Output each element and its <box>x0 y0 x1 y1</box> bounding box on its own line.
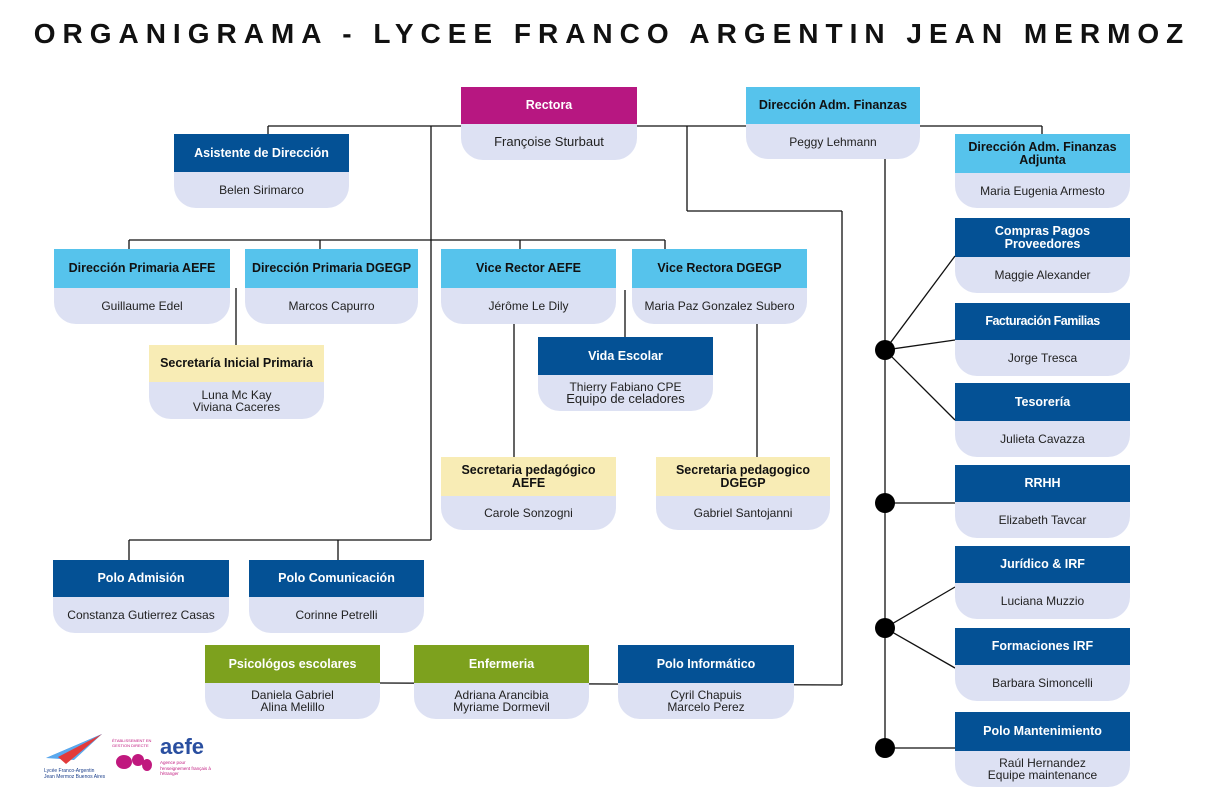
box-names: Gabriel Santojanni <box>656 496 830 530</box>
box-role: Psicológos escolares <box>205 645 380 683</box>
box-direccion-primaria-dgegp[interactable]: Dirección Primaria DGEGP Marcos Capurro <box>245 249 418 324</box>
etab-label: ÉTABLISSEMENT EN GESTION DIRECTE <box>112 738 152 748</box>
logos: Lycée Franco-Argentin Jean Mermoz Buenos… <box>44 728 224 788</box>
box-role: Polo Admisión <box>53 560 229 597</box>
box-role: Formaciones IRF <box>955 628 1130 665</box>
box-names: Luna Mc Kay Viviana Caceres <box>149 382 324 419</box>
box-role: RRHH <box>955 465 1130 502</box>
box-role: Polo Informático <box>618 645 794 683</box>
box-role: Asistente de Dirección <box>174 134 349 172</box>
box-role: Jurídico & IRF <box>955 546 1130 583</box>
box-names: Elizabeth Tavcar <box>955 502 1130 538</box>
box-vida-escolar[interactable]: Vida Escolar Thierry Fabiano CPE Equipo … <box>538 337 713 411</box>
box-role: Vida Escolar <box>538 337 713 375</box>
box-direccion-primaria-aefe[interactable]: Dirección Primaria AEFE Guillaume Edel <box>54 249 230 324</box>
box-names: Jérôme Le Dily <box>441 288 616 324</box>
box-names: Carole Sonzogni <box>441 496 616 530</box>
box-vice-rectora-dgegp[interactable]: Vice Rectora DGEGP Maria Paz Gonzalez Su… <box>632 249 807 324</box>
box-role: Dirección Primaria DGEGP <box>245 249 418 288</box>
box-names: Daniela Gabriel Alina Melillo <box>205 683 380 719</box>
box-names: Cyril Chapuis Marcelo Perez <box>618 683 794 719</box>
box-secretaria-inicial-primaria[interactable]: Secretaría Inicial Primaria Luna Mc Kay … <box>149 345 324 419</box>
box-role: Secretaría Inicial Primaria <box>149 345 324 382</box>
junction-dot <box>875 618 895 638</box>
box-formaciones-irf[interactable]: Formaciones IRF Barbara Simoncelli <box>955 628 1130 701</box>
junction-dot <box>875 738 895 758</box>
box-juridico-irf[interactable]: Jurídico & IRF Luciana Muzzio <box>955 546 1130 619</box>
box-direccion-adm-finanzas[interactable]: Dirección Adm. Finanzas Peggy Lehmann <box>746 87 920 159</box>
box-secretaria-pedagogico-dgegp[interactable]: Secretaria pedagogico DGEGP Gabriel Sant… <box>656 457 830 530</box>
box-role: Secretaria pedagogico DGEGP <box>656 457 830 496</box>
box-role: Polo Comunicación <box>249 560 424 597</box>
box-role: Facturación Familias <box>955 303 1130 340</box>
box-role: Enfermeria <box>414 645 589 683</box>
box-names-line: Thierry Fabiano CPE <box>569 380 682 394</box>
box-names: Julieta Cavazza <box>955 421 1130 457</box>
box-facturacion-familias[interactable]: Facturación Familias Jorge Tresca <box>955 303 1130 376</box>
box-role: Vice Rector AEFE <box>441 249 616 288</box>
box-names: Belen Sirimarco <box>174 172 349 208</box>
box-names: Luciana Muzzio <box>955 583 1130 619</box>
box-names: Constanza Gutierrez Casas <box>53 597 229 633</box>
lycee-logo-icon <box>46 734 102 764</box>
box-names: Marcos Capurro <box>245 288 418 324</box>
junction-dot <box>875 493 895 513</box>
box-role: Compras Pagos Proveedores <box>955 218 1130 257</box>
box-names: Françoise Sturbaut <box>461 124 637 160</box>
junction-dot <box>875 340 895 360</box>
box-polo-comunicacion[interactable]: Polo Comunicación Corinne Petrelli <box>249 560 424 633</box>
box-names: Raúl Hernandez Equipe maintenance <box>955 751 1130 787</box>
box-direccion-adm-finanzas-adjunta[interactable]: Dirección Adm. Finanzas Adjunta Maria Eu… <box>955 134 1130 208</box>
box-asistente[interactable]: Asistente de Dirección Belen Sirimarco <box>174 134 349 208</box>
box-role: Vice Rectora DGEGP <box>632 249 807 288</box>
box-role: Polo Mantenimiento <box>955 712 1130 751</box>
box-vice-rector-aefe[interactable]: Vice Rector AEFE Jérôme Le Dily <box>441 249 616 324</box>
box-names: Jorge Tresca <box>955 340 1130 376</box>
box-names: Maria Paz Gonzalez Subero <box>632 288 807 324</box>
box-names: Thierry Fabiano CPE Equipo de celadores <box>538 375 713 411</box>
page-title: ORGANIGRAMA - LYCEE FRANCO ARGENTIN JEAN… <box>33 18 1191 49</box>
box-compras-pagos-proveedores[interactable]: Compras Pagos Proveedores Maggie Alexand… <box>955 218 1130 293</box>
lycee-logo-text: Lycée Franco-Argentin Jean Mermoz Buenos… <box>44 768 106 780</box>
box-role: Secretaria pedagógico AEFE <box>441 457 616 496</box>
box-secretaria-pedagogico-aefe[interactable]: Secretaria pedagógico AEFE Carole Sonzog… <box>441 457 616 530</box>
box-polo-mantenimiento[interactable]: Polo Mantenimiento Raúl Hernandez Equipe… <box>955 712 1130 787</box>
box-role: Rectora <box>461 87 637 124</box>
box-psicologos-escolares[interactable]: Psicológos escolares Daniela Gabriel Ali… <box>205 645 380 719</box>
box-role: Dirección Primaria AEFE <box>54 249 230 288</box>
box-names: Corinne Petrelli <box>249 597 424 633</box>
box-names: Peggy Lehmann <box>746 124 920 159</box>
box-polo-admision[interactable]: Polo Admisión Constanza Gutierrez Casas <box>53 560 229 633</box>
box-polo-informatico[interactable]: Polo Informático Cyril Chapuis Marcelo P… <box>618 645 794 719</box>
box-names: Maria Eugenia Armesto <box>955 173 1130 208</box>
box-names: Maggie Alexander <box>955 257 1130 293</box>
box-names: Guillaume Edel <box>54 288 230 324</box>
box-names-line: Equipo de celadores <box>566 391 685 406</box>
world-map-icon <box>116 754 152 771</box>
box-enfermeria[interactable]: Enfermeria Adriana Arancibia Myriame Dor… <box>414 645 589 719</box>
box-rectora[interactable]: Rectora Françoise Sturbaut <box>461 87 637 160</box>
aefe-logo-text: aefe <box>160 734 205 759</box>
box-rrhh[interactable]: RRHH Elizabeth Tavcar <box>955 465 1130 538</box>
box-names: Adriana Arancibia Myriame Dormevil <box>414 683 589 719</box>
box-tesoreria[interactable]: Tesorería Julieta Cavazza <box>955 383 1130 457</box>
aefe-logo-subtext: Agence pour l'enseignement français à l'… <box>160 760 211 776</box>
box-role: Dirección Adm. Finanzas Adjunta <box>955 134 1130 173</box>
box-role: Tesorería <box>955 383 1130 421</box>
box-role: Dirección Adm. Finanzas <box>746 87 920 124</box>
box-names: Barbara Simoncelli <box>955 665 1130 701</box>
